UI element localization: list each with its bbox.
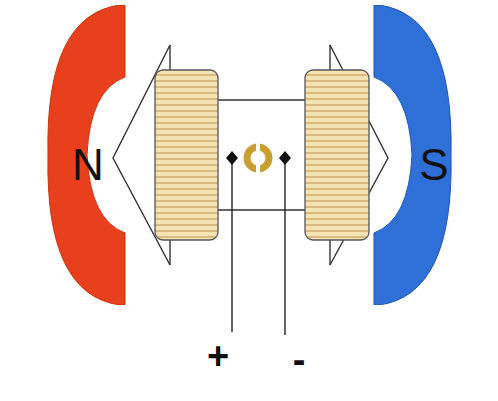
magnet-shape <box>374 5 451 305</box>
brush <box>279 151 291 165</box>
magnet-north: N <box>45 5 127 305</box>
armature-core <box>218 209 305 210</box>
magnet-south: S <box>372 5 454 305</box>
supply-wire <box>231 164 232 332</box>
supply-wire <box>284 164 285 335</box>
armature-core <box>218 99 305 100</box>
armature-coil <box>305 70 369 240</box>
magnet-shape <box>48 5 125 305</box>
armature-coil <box>155 70 218 240</box>
pole-letter: S <box>419 143 448 187</box>
commutator-gap <box>256 142 260 151</box>
pole-letter: N <box>72 143 104 187</box>
terminal-sign: + <box>207 337 229 375</box>
commutator-gap <box>256 165 260 174</box>
brush <box>226 151 238 165</box>
terminal-sign: - <box>293 341 306 379</box>
